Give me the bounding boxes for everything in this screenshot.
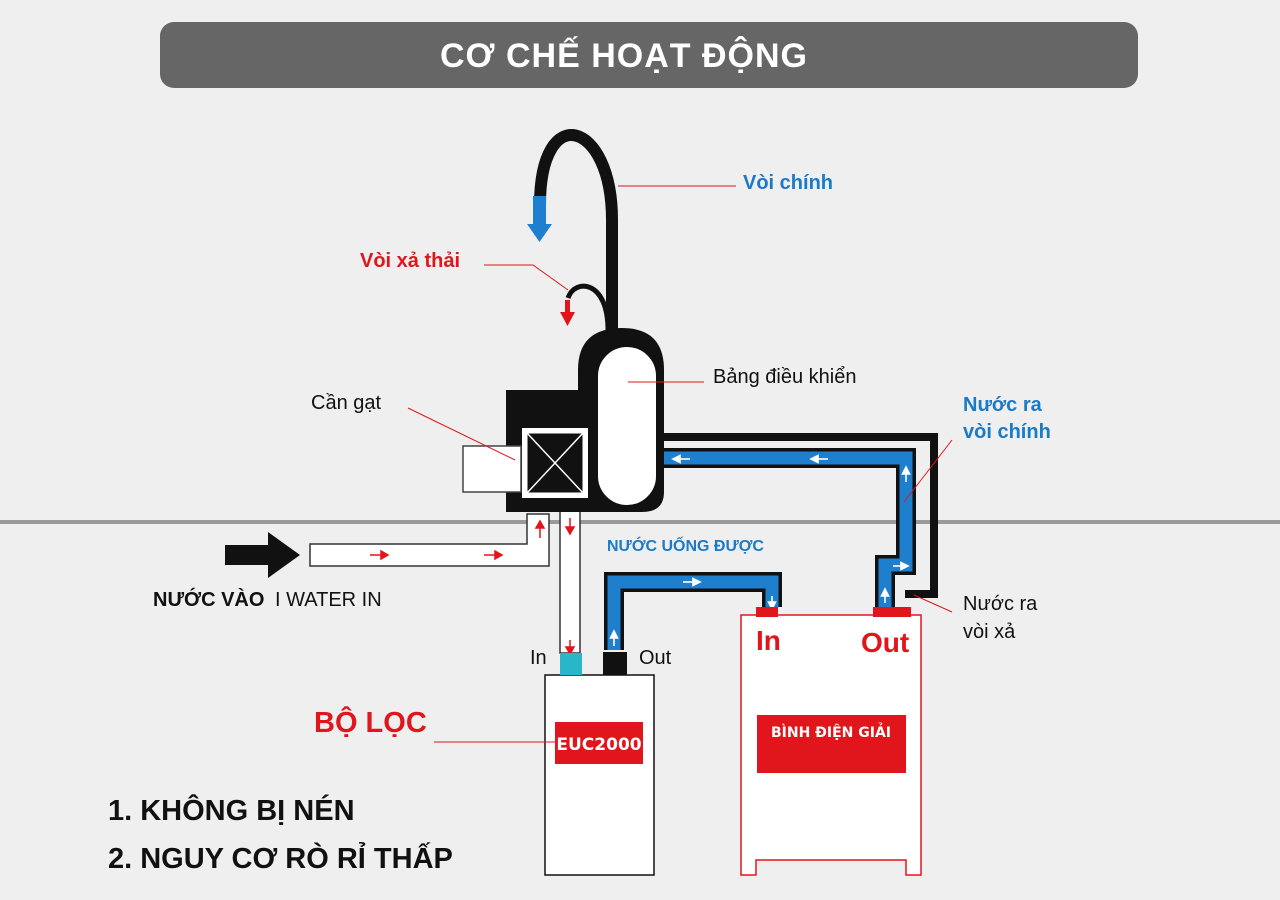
control-unit [462, 328, 664, 512]
filter-label: BỘ LỌC [314, 705, 427, 739]
water-in-en: I WATER IN [275, 589, 382, 611]
waste-arrow-icon [560, 312, 575, 326]
drinkable-water-pipe [604, 572, 782, 650]
main-faucet-arrow-icon [527, 224, 552, 242]
feature-2: 2. NGUY CƠ RÒ RỈ THẤP [108, 841, 453, 875]
main-output-pipe [662, 448, 916, 607]
main-output-label-line2: vòi chính [963, 421, 1051, 443]
control-panel [596, 345, 658, 507]
tank-out-label: Out [861, 627, 909, 658]
inlet-pipe [309, 507, 581, 656]
electrolysis-tank: BÌNH ĐIỆN GIẢI In Out [740, 607, 922, 876]
page-title: CƠ CHẾ HOẠT ĐỘNG [440, 36, 808, 75]
main-output-label-line1: Nước ra [963, 394, 1043, 416]
water-in-vi: NƯỚC VÀO [153, 587, 264, 611]
waste-faucet-label: Vòi xả thải [360, 250, 460, 272]
waste-output-label-line1: Nước ra [963, 593, 1038, 615]
main-faucet-label: Vòi chính [743, 172, 833, 194]
filter-in-port [560, 653, 582, 675]
filter-model-label: EUC2000 [556, 735, 641, 755]
filter-out-label: Out [639, 647, 672, 669]
drinkable-water-label: NƯỚC UỐNG ĐƯỢC [607, 535, 764, 555]
lever-label: Cần gạt [311, 392, 381, 414]
filter-unit: EUC2000 [544, 652, 655, 876]
filter-in-label: In [530, 647, 547, 669]
leader-lines [407, 185, 953, 743]
tank-in-port [756, 607, 778, 617]
tank-name-label: BÌNH ĐIỆN GIẢI [771, 722, 891, 741]
filter-out-port [603, 652, 627, 675]
lever-handle [462, 445, 522, 493]
title-bar: CƠ CHẾ HOẠT ĐỘNG [160, 22, 1138, 88]
waste-pipe [660, 433, 938, 598]
waste-faucet [560, 283, 611, 331]
control-panel-label: Bảng điều khiển [713, 366, 856, 388]
waste-output-label-line2: vòi xả [963, 621, 1016, 643]
water-in-label: NƯỚC VÀO I WATER IN [153, 587, 382, 611]
counter-line [0, 520, 1280, 524]
feature-1: 1. KHÔNG BỊ NÉN [108, 793, 355, 827]
tank-out-port [873, 607, 911, 617]
water-in-arrow-icon [225, 532, 300, 578]
main-faucet [527, 129, 618, 332]
tank-in-label: In [756, 625, 781, 656]
